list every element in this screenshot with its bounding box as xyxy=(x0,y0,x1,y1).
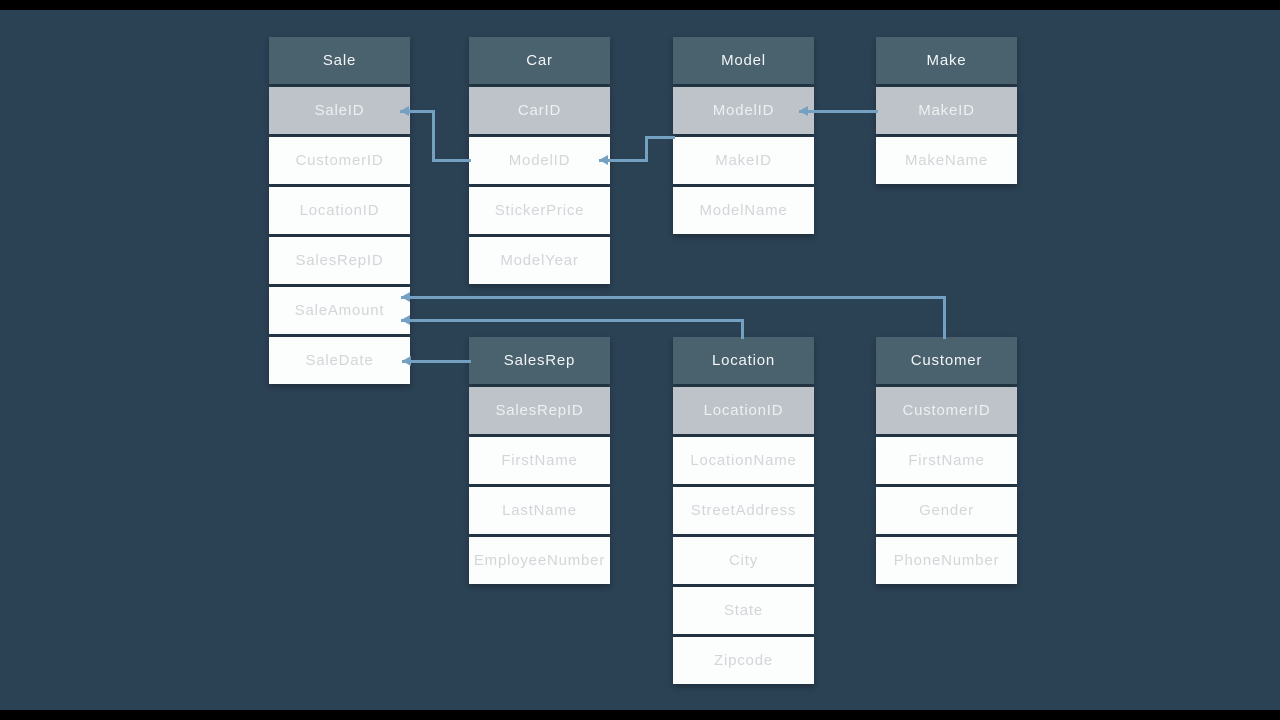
letterbox-top xyxy=(0,0,1280,10)
field-row: EmployeeNumber xyxy=(469,537,610,584)
field-row: StickerPrice xyxy=(469,187,610,234)
field-row: CustomerID xyxy=(269,137,410,184)
table-header: Customer xyxy=(876,337,1017,384)
table-header: Car xyxy=(469,37,610,84)
connector-arrowhead-icon xyxy=(599,155,608,165)
connector-arrowhead-icon xyxy=(400,106,409,116)
connector-segment xyxy=(431,158,471,162)
key-field-row: LocationID xyxy=(673,387,814,434)
connector-segment xyxy=(740,318,744,339)
table-header: SalesRep xyxy=(469,337,610,384)
field-row: ModelID xyxy=(469,137,610,184)
field-row: FirstName xyxy=(876,437,1017,484)
connector-segment xyxy=(942,295,946,339)
field-row: City xyxy=(673,537,814,584)
field-row: LastName xyxy=(469,487,610,534)
key-field-row: SaleID xyxy=(269,87,410,134)
key-field-row: ModelID xyxy=(673,87,814,134)
field-row: StreetAddress xyxy=(673,487,814,534)
connector-segment xyxy=(431,109,435,162)
field-row: Gender xyxy=(876,487,1017,534)
field-row: State xyxy=(673,587,814,634)
connector-arrowhead-icon xyxy=(402,356,411,366)
field-row: SalesRepID xyxy=(269,237,410,284)
field-row: PhoneNumber xyxy=(876,537,1017,584)
key-field-row: SalesRepID xyxy=(469,387,610,434)
connector-segment xyxy=(644,135,648,162)
field-row: SaleDate xyxy=(269,337,410,384)
letterbox-bottom xyxy=(0,710,1280,720)
field-row: MakeName xyxy=(876,137,1017,184)
field-row: ModelYear xyxy=(469,237,610,284)
connector-segment xyxy=(598,158,648,162)
table-header: Location xyxy=(673,337,814,384)
connector-segment xyxy=(400,318,744,322)
field-row: Zipcode xyxy=(673,637,814,684)
key-field-row: MakeID xyxy=(876,87,1017,134)
field-row: FirstName xyxy=(469,437,610,484)
table-header: Model xyxy=(673,37,814,84)
field-row: LocationID xyxy=(269,187,410,234)
key-field-row: CustomerID xyxy=(876,387,1017,434)
connector-segment xyxy=(798,109,878,113)
connector-segment xyxy=(401,359,471,363)
field-row: SaleAmount xyxy=(269,287,410,334)
connector-arrowhead-icon xyxy=(799,106,808,116)
connector-arrowhead-icon xyxy=(401,315,410,325)
key-field-row: CarID xyxy=(469,87,610,134)
field-row: LocationName xyxy=(673,437,814,484)
connector-segment xyxy=(644,135,675,139)
field-row: ModelName xyxy=(673,187,814,234)
field-row: MakeID xyxy=(673,137,814,184)
connector-segment xyxy=(399,109,435,113)
connector-segment xyxy=(400,295,946,299)
connector-arrowhead-icon xyxy=(401,292,410,302)
table-header: Sale xyxy=(269,37,410,84)
table-header: Make xyxy=(876,37,1017,84)
